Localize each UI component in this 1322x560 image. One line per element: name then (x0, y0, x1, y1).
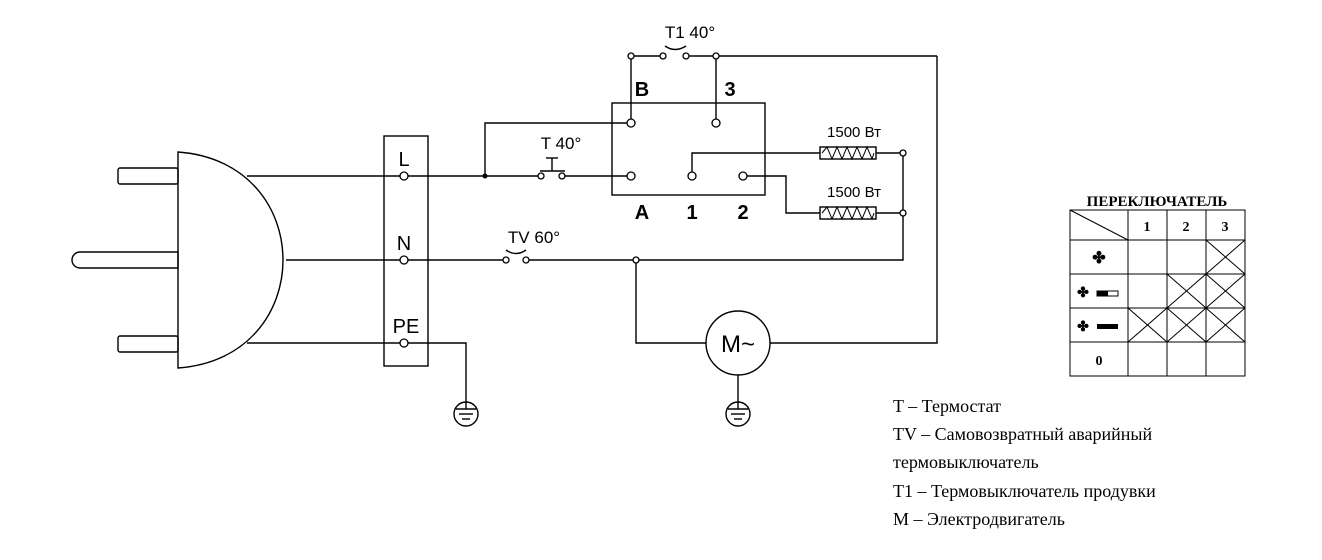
switch-label-b: B (635, 79, 649, 101)
power-plug (71, 151, 284, 369)
switch-contact-3 (711, 118, 721, 128)
terminal-label-n: N (397, 233, 411, 255)
table-cell-cross (1205, 307, 1246, 343)
thermostat-label: T 40° (541, 134, 582, 153)
thermostat-t: T 40° (537, 134, 582, 180)
col-header-3: 3 (1222, 220, 1229, 235)
legend-line-2: TV – Самовозвратный аварийный (893, 424, 1153, 444)
motor-earth-icon (725, 401, 751, 427)
half-heat-icon (1096, 290, 1119, 297)
legend: T – Термостат TV – Самовозвратный аварий… (893, 396, 1156, 529)
switch-label-3: 3 (724, 79, 735, 101)
pe-earth-icon (453, 401, 479, 427)
switch-table-title: ПЕРЕКЛЮЧАТЕЛЬ (1087, 194, 1228, 210)
terminal-block: L N PE (383, 135, 429, 367)
switch-table: ПЕРЕКЛЮЧАТЕЛЬ 1 2 3 ✤ ✤ ✤ 0 (1069, 194, 1246, 377)
plug-pin-line (117, 167, 179, 185)
heater-2-label: 1500 Вт (827, 184, 881, 201)
row-label-off: 0 (1096, 354, 1103, 369)
switch-contact-2 (738, 171, 748, 181)
table-cell-cross (1166, 307, 1207, 343)
terminal-l (399, 171, 409, 181)
fan-icon: ✤ (1077, 320, 1089, 335)
legend-line-3: термовыключатель (893, 452, 1039, 472)
col-header-2: 2 (1183, 220, 1190, 235)
terminal-pe (399, 338, 409, 348)
switch-label-a: A (635, 202, 649, 224)
tv-label: TV 60° (508, 228, 560, 247)
corner-diagonal (1069, 209, 1129, 241)
thermoswitch-t1: T1 40° (627, 23, 937, 60)
table-cell-cross (1166, 273, 1207, 309)
plug-body (177, 151, 284, 369)
switch-contact-b (626, 118, 636, 128)
terminal-label-pe: PE (393, 316, 420, 338)
motor: M~ (705, 310, 771, 376)
motor-label: M~ (721, 331, 755, 358)
plug-pin-neutral (117, 335, 179, 353)
table-crosses (1127, 239, 1246, 343)
switch-label-2: 2 (737, 202, 748, 224)
switch-contact-a (626, 171, 636, 181)
heater-1: 1500 Вт (819, 124, 881, 161)
table-cell-cross (1205, 273, 1246, 309)
heater-2: 1500 Вт (819, 184, 881, 221)
selector-switch: B 3 A 1 2 (611, 79, 766, 224)
legend-line-5: M – Электродвигатель (893, 509, 1065, 529)
col-header-1: 1 (1144, 220, 1151, 235)
fan-icon: ✤ (1092, 250, 1106, 267)
terminal-n (399, 255, 409, 265)
full-heat-icon (1097, 324, 1118, 329)
heater-1-label: 1500 Вт (827, 124, 881, 141)
switch-contact-1 (687, 171, 697, 181)
switch-label-1: 1 (686, 202, 697, 224)
table-cell-cross (1127, 307, 1168, 343)
safety-thermoswitch-tv: TV 60° (502, 228, 560, 264)
terminal-label-l: L (398, 149, 409, 171)
legend-line-4: T1 – Термовыключатель продувки (893, 481, 1156, 501)
legend-line-1: T – Термостат (893, 396, 1001, 416)
fan-icon: ✤ (1077, 286, 1089, 301)
t1-label: T1 40° (665, 23, 715, 42)
plug-pin-earth (71, 251, 179, 269)
table-cell-cross (1205, 239, 1246, 275)
